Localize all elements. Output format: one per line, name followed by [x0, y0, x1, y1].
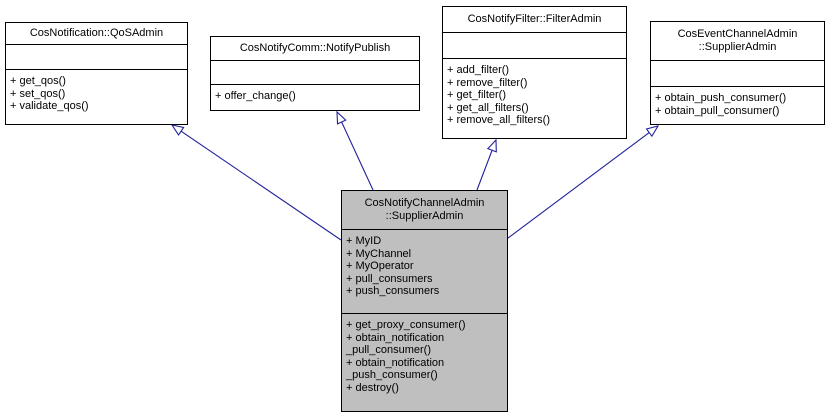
attribute-line: + MyOperator — [346, 260, 414, 273]
class-title: CosNotifyFilter::FilterAdmin — [443, 7, 626, 32]
methods-compartment: + get_proxy_consumer()+ obtain_notificat… — [342, 313, 507, 411]
method-line: _pull_consumer() — [346, 344, 431, 357]
class-box-cosnotifychanneladmin-supplieradmin: CosNotifyChannelAdmin::SupplierAdmin + M… — [341, 190, 508, 412]
class-title-line: CosNotification::QoSAdmin — [29, 27, 164, 40]
class-title-line: CosNotifyChannelAdmin — [364, 197, 485, 210]
edge-to-filteradmin — [476, 140, 496, 191]
class-title-line: ::SupplierAdmin — [698, 41, 777, 53]
attributes-compartment — [651, 60, 824, 86]
class-title-line: CosNotifyFilter::FilterAdmin — [467, 13, 602, 26]
class-box-coseventchanneladmin-supplieradmin[interactable]: CosEventChannelAdmin::SupplierAdmin + ob… — [650, 21, 825, 125]
class-title-line: ::SupplierAdmin — [385, 210, 464, 222]
method-line: + get_proxy_consumer() — [346, 319, 466, 331]
method-line: + remove_filter() — [447, 76, 528, 89]
method-line: + get_qos() — [10, 75, 66, 87]
attribute-line: + pull_consumers — [346, 272, 433, 285]
class-title: CosNotifyChannelAdmin::SupplierAdmin — [342, 191, 507, 229]
attributes-compartment — [443, 32, 626, 58]
attribute-line: + push_consumers — [346, 285, 440, 298]
attributes-compartment — [6, 44, 187, 69]
method-line: + set_qos() — [10, 87, 66, 100]
method-line: _push_consumer() — [346, 369, 438, 382]
edge-to-notifypublish — [337, 112, 374, 191]
class-title: CosNotification::QoSAdmin — [6, 23, 187, 44]
class-box-cosnotifycomm-notifypublish[interactable]: CosNotifyComm::NotifyPublish + offer_cha… — [210, 36, 420, 111]
method-line: + get_filter() — [447, 89, 506, 102]
method-line: + get_all_filters() — [447, 101, 529, 114]
class-title-line: CosEventChannelAdmin — [677, 28, 798, 41]
class-title: CosNotifyComm::NotifyPublish — [211, 37, 419, 60]
attributes-compartment: + MyID+ MyChannel+ MyOperator+ pull_cons… — [342, 229, 507, 313]
method-line: + offer_change() — [215, 90, 296, 102]
class-title-line: CosNotifyComm::NotifyPublish — [239, 42, 391, 55]
methods-compartment: + obtain_push_consumer()+ obtain_pull_co… — [651, 86, 824, 124]
attribute-line: + MyChannel — [346, 247, 412, 260]
methods-compartment: + add_filter()+ remove_filter()+ get_fil… — [443, 58, 626, 138]
edge-to-qosadmin — [172, 125, 342, 241]
methods-compartment: + get_qos()+ set_qos()+ validate_qos() — [6, 69, 187, 124]
method-line: + add_filter() — [447, 64, 510, 76]
method-line: + obtain_push_consumer() — [655, 92, 787, 104]
attribute-line: + MyID — [346, 235, 382, 247]
edge-to-eventchannel-supplieradmin — [507, 126, 658, 239]
method-line: + remove_all_filters() — [447, 114, 551, 127]
method-line: + obtain_notification — [346, 331, 445, 344]
class-title: CosEventChannelAdmin::SupplierAdmin — [651, 22, 824, 60]
methods-compartment: + offer_change() — [211, 84, 419, 110]
class-box-cosnotifyfilter-filteradmin[interactable]: CosNotifyFilter::FilterAdmin + add_filte… — [442, 6, 627, 139]
method-line: + obtain_pull_consumer() — [655, 104, 780, 117]
method-line: + destroy() — [346, 381, 399, 394]
method-line: + validate_qos() — [10, 100, 89, 113]
attributes-compartment — [211, 60, 419, 84]
method-line: + obtain_notification — [346, 356, 445, 369]
class-box-cosnotification-qosadmin[interactable]: CosNotification::QoSAdmin + get_qos()+ s… — [5, 22, 188, 125]
